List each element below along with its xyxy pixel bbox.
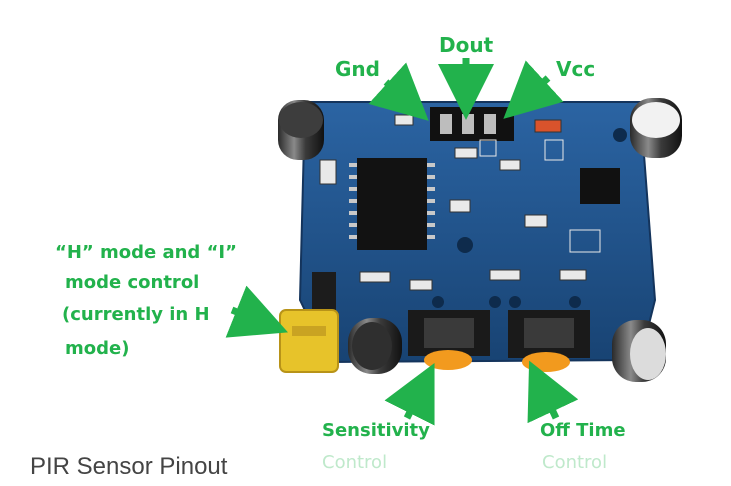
mounting-holes — [432, 128, 627, 308]
label-mode-line4: mode) — [65, 338, 130, 359]
figure-caption: PIR Sensor Pinout — [30, 453, 228, 480]
capacitor-bottom-right — [612, 320, 666, 382]
label-mode-line3: (currently in H — [62, 304, 210, 325]
arrow-vcc — [503, 60, 564, 119]
label-gnd: Gnd — [335, 57, 380, 81]
capacitor-bottom-left — [348, 318, 402, 374]
label-offtime-line2: Control — [542, 452, 608, 473]
label-sensitivity-line2: Control — [322, 452, 388, 473]
smd-components — [319, 114, 601, 291]
pin-header — [430, 107, 514, 141]
arrow-gnd — [368, 62, 429, 121]
arrow-mode — [225, 285, 288, 338]
offtime-potentiometer — [508, 310, 590, 372]
ic-chip — [349, 158, 435, 250]
label-dout: Dout — [439, 33, 494, 57]
label-sensitivity-line1: Sensitivity — [322, 420, 430, 441]
mode-jumper — [279, 272, 339, 373]
label-mode-line1: “H” mode and “I” — [55, 242, 237, 263]
voltage-regulator — [580, 168, 620, 204]
sensitivity-potentiometer — [408, 310, 490, 370]
capacitor-top-left — [278, 100, 324, 160]
arrow-offtime — [527, 360, 579, 424]
label-offtime-line1: Off Time — [540, 420, 626, 441]
label-vcc: Vcc — [556, 57, 596, 81]
capacitor-top-right — [630, 98, 682, 158]
arrow-sensitivity — [384, 362, 435, 426]
label-mode-line2: mode control — [65, 272, 200, 293]
callout-arrows — [225, 58, 579, 426]
